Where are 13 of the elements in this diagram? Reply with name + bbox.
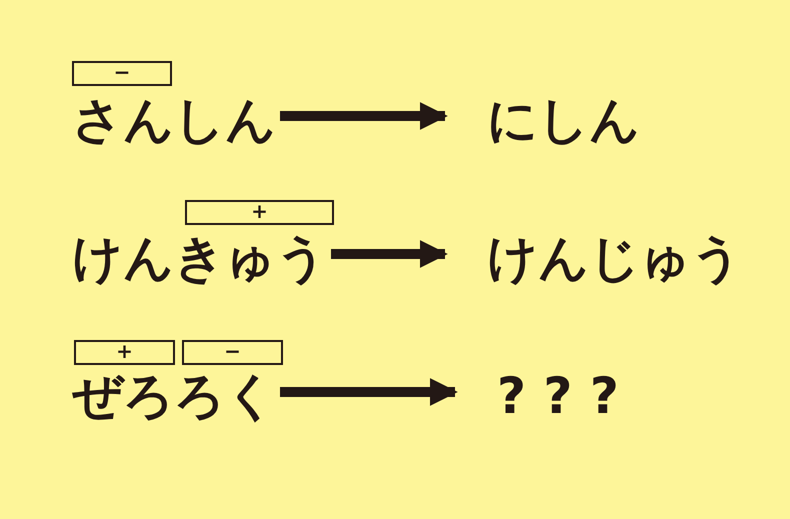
sign-box: + bbox=[74, 340, 175, 365]
arrow bbox=[280, 378, 458, 406]
arrow bbox=[280, 102, 448, 130]
sign-box: + bbox=[185, 200, 334, 225]
sign-box: − bbox=[72, 61, 172, 86]
word-text: にしん bbox=[487, 92, 640, 148]
arrow bbox=[331, 240, 448, 268]
sign-box: − bbox=[182, 340, 283, 365]
word-text: けんきゅう bbox=[72, 230, 327, 286]
word-text: ? ? ? bbox=[497, 368, 619, 424]
word-text: さんしん bbox=[72, 92, 276, 148]
word-text: けんじゅう bbox=[487, 230, 742, 286]
word-text: ぜろろく bbox=[72, 368, 276, 424]
